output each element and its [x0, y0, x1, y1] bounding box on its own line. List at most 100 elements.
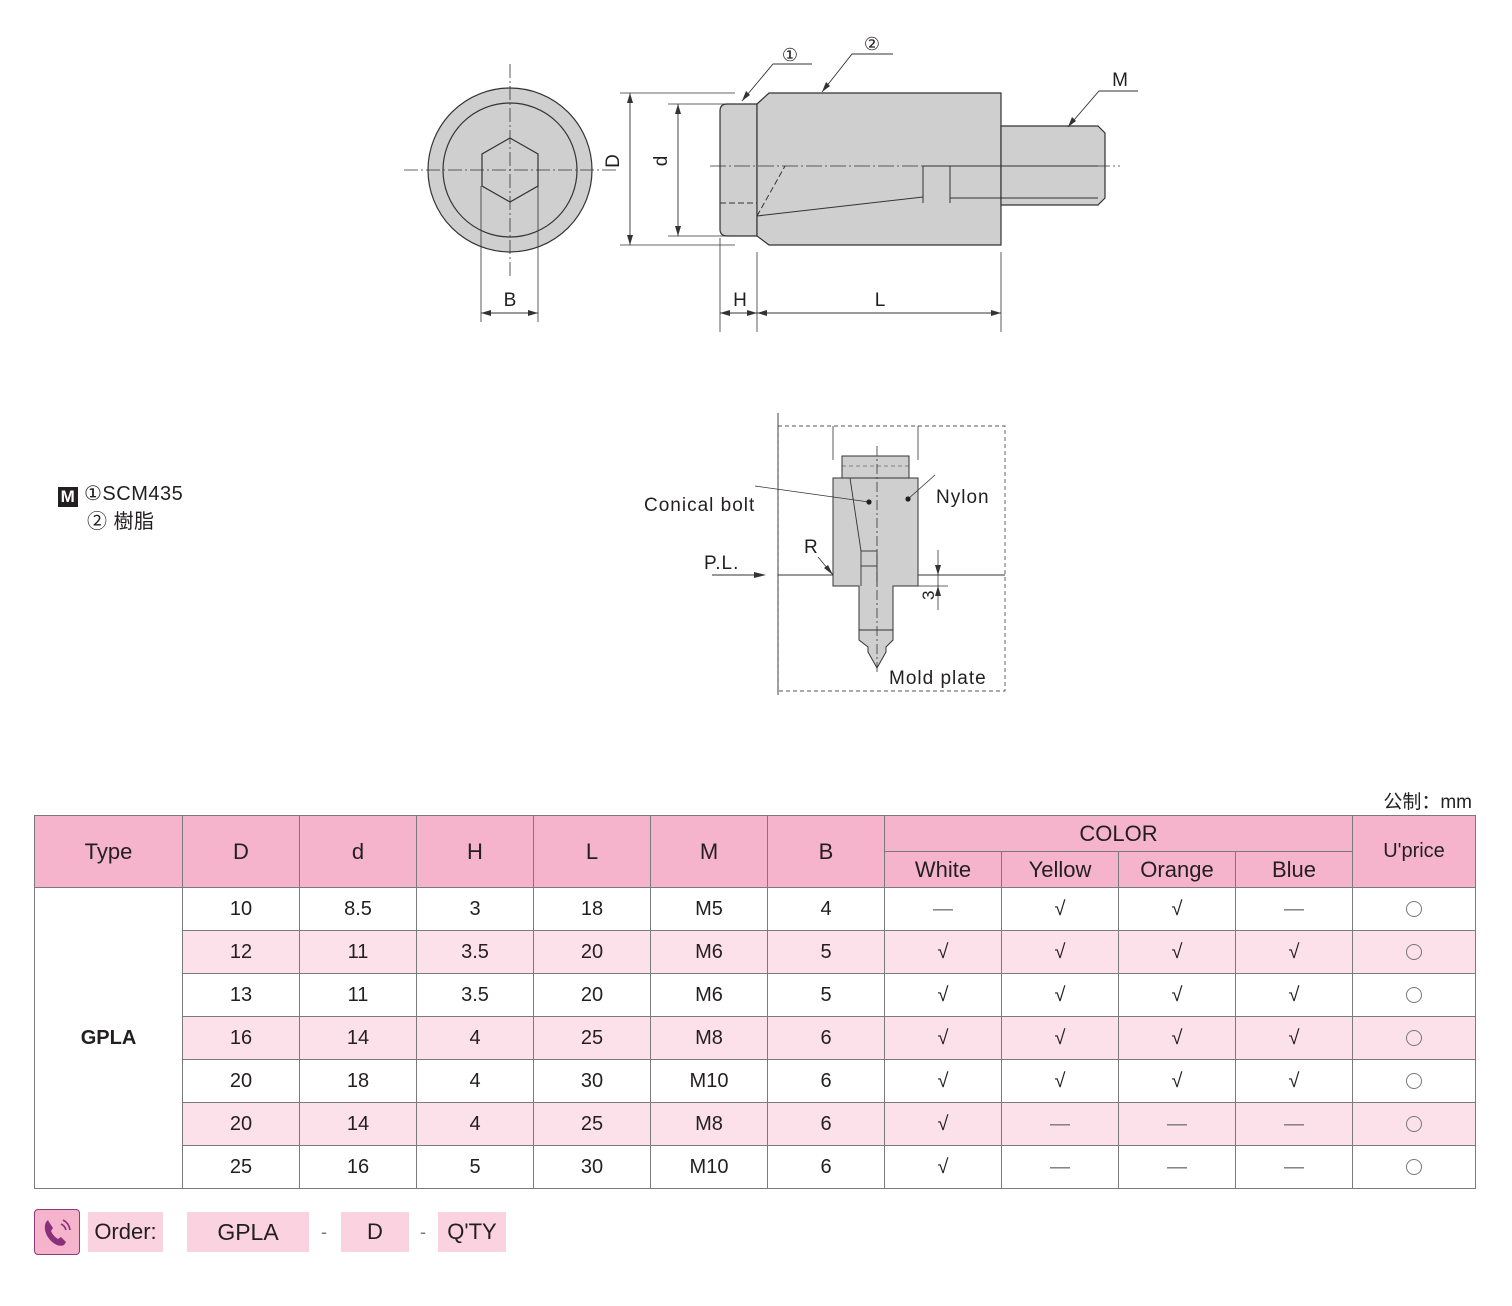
check-mark: √ — [937, 1112, 949, 1135]
cell-D: 20 — [182, 1059, 300, 1103]
cell-uprice — [1352, 1145, 1476, 1189]
cell-M: M8 — [650, 1102, 768, 1146]
check-mark: √ — [1054, 1026, 1066, 1049]
check-mark: √ — [937, 1069, 949, 1092]
dash-mark: — — [1050, 1155, 1070, 1178]
cell-H: 4 — [416, 1059, 534, 1103]
installation-diagram: Conical bolt Nylon P.L. R 3 Mold plate — [644, 413, 1006, 695]
cell-d: 11 — [299, 930, 417, 974]
check-mark: √ — [1171, 897, 1183, 920]
price-circle-icon[interactable] — [1406, 901, 1422, 918]
header-H: H — [416, 815, 534, 888]
cell-D: 13 — [182, 973, 300, 1017]
cell-L: 30 — [533, 1059, 651, 1103]
cell-orange: — — [1118, 1145, 1236, 1189]
check-mark: √ — [1288, 1069, 1300, 1092]
pl-label: P.L. — [704, 553, 739, 574]
dash-mark: — — [1284, 1112, 1304, 1135]
cell-L: 18 — [533, 887, 651, 931]
price-circle-icon[interactable] — [1406, 1073, 1422, 1090]
cell-H: 3.5 — [416, 930, 534, 974]
cell-blue: — — [1235, 1102, 1353, 1146]
price-circle-icon[interactable] — [1406, 1116, 1422, 1133]
order-separator-2: - — [420, 1222, 426, 1242]
label-L: L — [875, 290, 886, 311]
cell-orange: √ — [1118, 930, 1236, 974]
header-d: d — [299, 815, 417, 888]
order-qty-box: Q'TY — [438, 1212, 506, 1252]
check-mark: √ — [1054, 897, 1066, 920]
cell-d: 11 — [299, 973, 417, 1017]
cell-blue: — — [1235, 887, 1353, 931]
cell-blue: √ — [1235, 1016, 1353, 1060]
cell-uprice — [1352, 930, 1476, 974]
cell-d: 14 — [299, 1102, 417, 1146]
header-yellow: Yellow — [1001, 851, 1119, 888]
material-badge: M — [58, 487, 78, 507]
cell-orange: √ — [1118, 887, 1236, 931]
cell-L: 25 — [533, 1102, 651, 1146]
cell-white: √ — [884, 973, 1002, 1017]
cell-white: √ — [884, 930, 1002, 974]
cell-B: 5 — [767, 930, 885, 974]
spec-table: Type D d H L M B COLOR U'price White Yel… — [34, 815, 1476, 1189]
cell-D: 10 — [182, 887, 300, 931]
header-M: M — [650, 815, 768, 888]
dash-mark: — — [1050, 1112, 1070, 1135]
price-circle-icon[interactable] — [1406, 1030, 1422, 1047]
cell-orange: — — [1118, 1102, 1236, 1146]
cell-B: 5 — [767, 973, 885, 1017]
material-line-1: ①SCM435 — [84, 483, 184, 505]
check-mark: √ — [1054, 940, 1066, 963]
cell-orange: √ — [1118, 1059, 1236, 1103]
cell-uprice — [1352, 1059, 1476, 1103]
phone-icon[interactable] — [34, 1209, 80, 1255]
cell-white: √ — [884, 1016, 1002, 1060]
label-M: M — [1112, 70, 1128, 91]
header-type: Type — [34, 815, 183, 888]
cell-orange: √ — [1118, 1016, 1236, 1060]
cell-L: 20 — [533, 973, 651, 1017]
cell-M: M10 — [650, 1059, 768, 1103]
product-drawing: B D d H L — [404, 34, 1138, 332]
cell-M: M5 — [650, 887, 768, 931]
cell-D: 16 — [182, 1016, 300, 1060]
price-circle-icon[interactable] — [1406, 944, 1422, 961]
cell-white: — — [884, 887, 1002, 931]
order-dimension-box: D — [341, 1212, 409, 1252]
header-D: D — [182, 815, 300, 888]
check-mark: √ — [1171, 940, 1183, 963]
check-mark: √ — [937, 940, 949, 963]
cell-B: 6 — [767, 1059, 885, 1103]
callout-2: ② — [864, 34, 880, 54]
cell-M: M6 — [650, 973, 768, 1017]
cell-blue: √ — [1235, 930, 1353, 974]
header-B: B — [767, 815, 885, 888]
cell-H: 3 — [416, 887, 534, 931]
cell-H: 4 — [416, 1016, 534, 1060]
check-mark: √ — [1171, 983, 1183, 1006]
conical-bolt-label: Conical bolt — [644, 495, 755, 516]
mold-plate-label: Mold plate — [889, 668, 987, 689]
cell-d: 16 — [299, 1145, 417, 1189]
cell-B: 6 — [767, 1102, 885, 1146]
label-D: D — [603, 154, 624, 168]
header-color: COLOR — [884, 815, 1353, 852]
cell-D: 12 — [182, 930, 300, 974]
cell-uprice — [1352, 887, 1476, 931]
three-label: 3 — [919, 591, 938, 600]
price-circle-icon[interactable] — [1406, 987, 1422, 1004]
header-L: L — [533, 815, 651, 888]
cell-yellow: √ — [1001, 930, 1119, 974]
price-circle-icon[interactable] — [1406, 1159, 1422, 1176]
cell-B: 4 — [767, 887, 885, 931]
cell-H: 4 — [416, 1102, 534, 1146]
cell-yellow: √ — [1001, 1016, 1119, 1060]
label-H: H — [733, 290, 747, 311]
r-label: R — [804, 537, 818, 558]
